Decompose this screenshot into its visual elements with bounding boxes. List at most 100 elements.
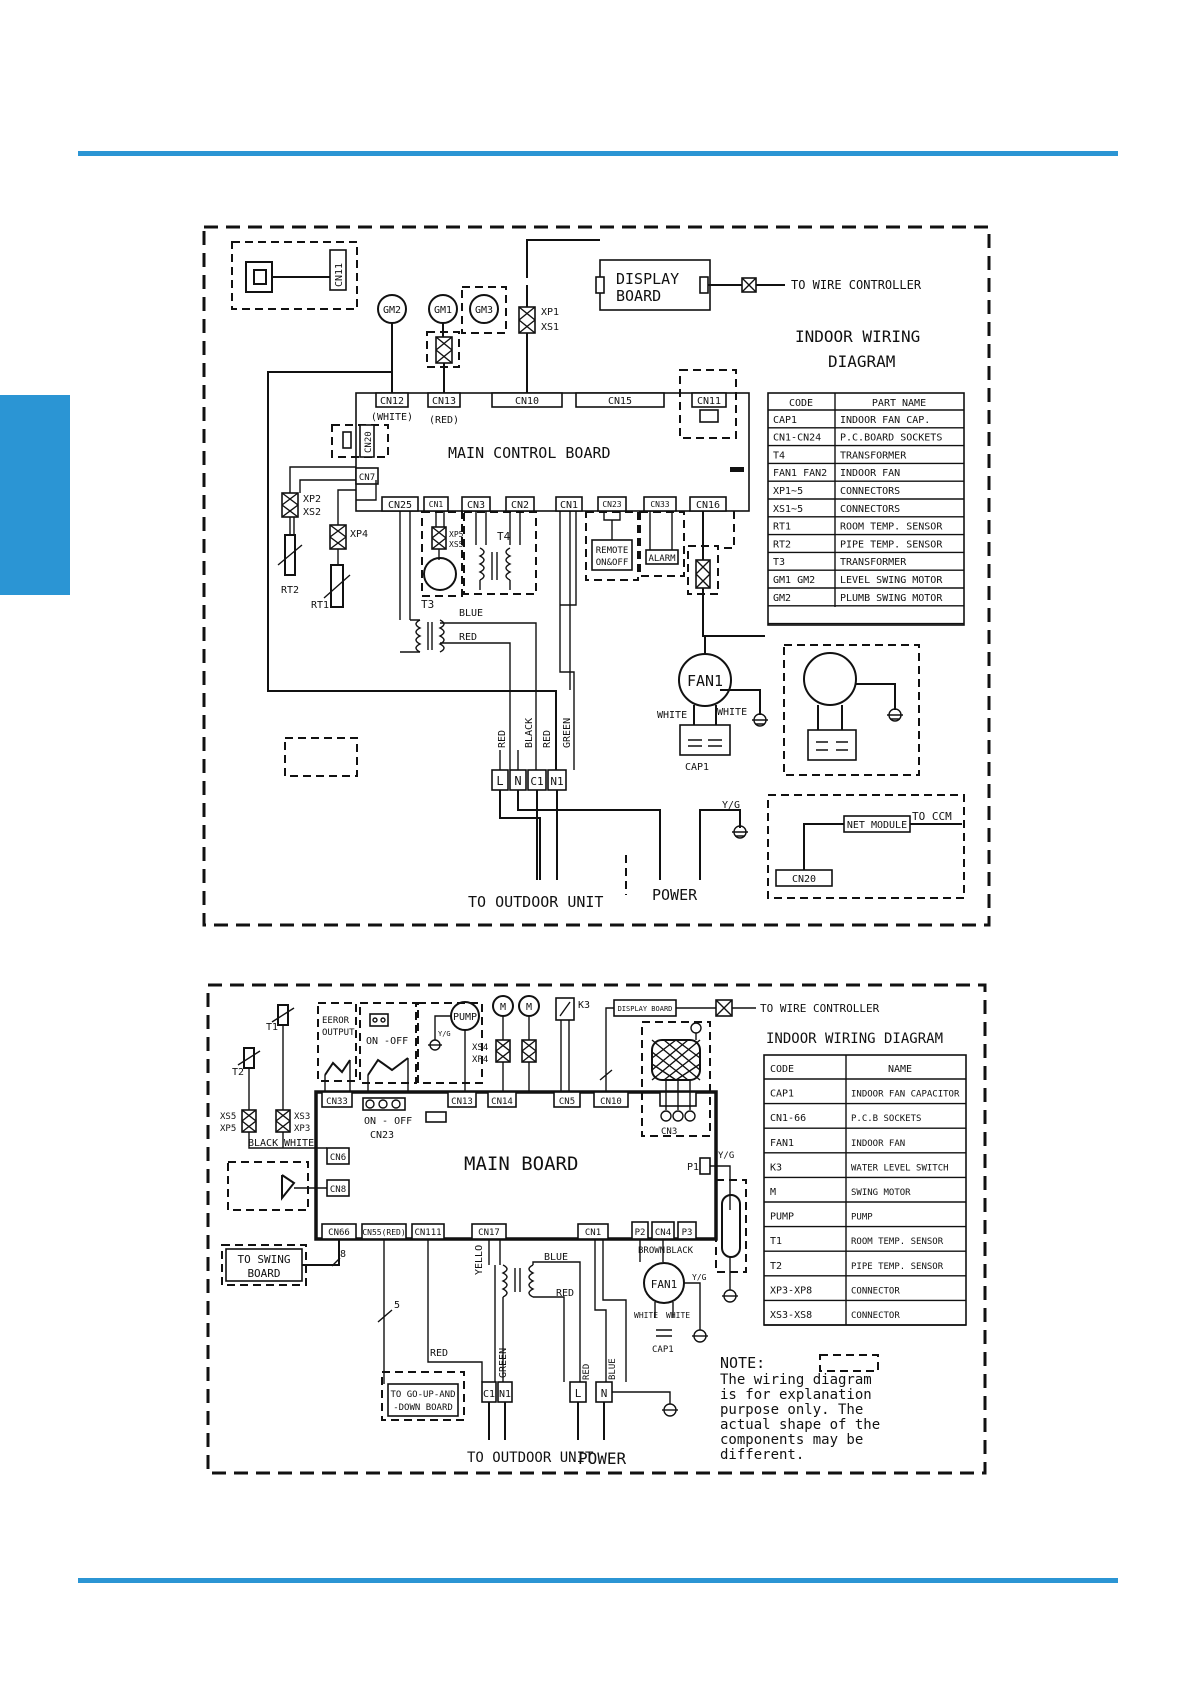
table2-code-cell: CN1-66 bbox=[770, 1113, 806, 1124]
table1-name-cell: INDOOR FAN CAP. bbox=[840, 415, 930, 426]
cn8-dashed-box bbox=[227, 1161, 309, 1211]
table2-name-cell: CONNECTOR bbox=[851, 1286, 900, 1296]
diagram-1-title-1: INDOOR WIRING bbox=[795, 327, 920, 346]
p3-label: P3 bbox=[682, 1228, 693, 1238]
v-red2-label: RED bbox=[542, 730, 553, 748]
cn66-label: CN66 bbox=[328, 1228, 350, 1238]
diagram-2-frame bbox=[206, 983, 987, 1475]
green-wire-label: GREEN bbox=[498, 1348, 509, 1378]
m2-label: M bbox=[526, 1002, 532, 1013]
table2-name-cell: ROOM TEMP. SENSOR bbox=[851, 1237, 944, 1247]
to-outdoor-unit-label: TO OUTDOOR UNIT bbox=[468, 893, 603, 911]
diagram-1: CN11 DISPLAY BOARD TO WIRE CONTROLLER IN… bbox=[202, 225, 991, 927]
xs2-label: XS2 bbox=[303, 507, 321, 518]
xp2-label: XP2 bbox=[303, 494, 321, 505]
note-line: is for explanation bbox=[720, 1387, 872, 1403]
n5-label: 5 bbox=[394, 1300, 400, 1311]
t3-label: T3 bbox=[421, 598, 434, 611]
pump-motor-icon bbox=[423, 557, 457, 591]
cn8-2-label: CN8 bbox=[330, 1185, 346, 1195]
xs5-label: XS5 bbox=[220, 1112, 236, 1122]
cn10-2-label: CN10 bbox=[600, 1097, 622, 1107]
cn17-label: CN17 bbox=[478, 1228, 500, 1238]
table2-name-cell: SWING MOTOR bbox=[851, 1188, 911, 1198]
note-line: different. bbox=[720, 1447, 804, 1463]
cn1-2-label: CN1 bbox=[585, 1228, 601, 1238]
cn1b-label: CN1 bbox=[560, 500, 578, 511]
terminal-l-label: L bbox=[496, 774, 503, 788]
xs4-label: XS4 bbox=[472, 1043, 488, 1053]
cn11-top-connector bbox=[329, 249, 347, 291]
table1-code-cell: CN1-CN24 bbox=[773, 433, 821, 444]
main-control-board-label: MAIN CONTROL BOARD bbox=[448, 444, 611, 462]
yello-wire-label: YELLO bbox=[474, 1245, 485, 1275]
table1-code-cell: RT2 bbox=[773, 539, 791, 550]
table2-code-cell: XS3-XS8 bbox=[770, 1310, 812, 1321]
remote-on-off bbox=[591, 539, 633, 571]
fan2-motor-icon bbox=[803, 652, 857, 706]
black-wire-label: BLACK bbox=[248, 1138, 278, 1149]
cn15-label: CN15 bbox=[608, 396, 632, 407]
table2-name-cell: INDOOR FAN CAPACITOR bbox=[851, 1090, 960, 1100]
table2-name-cell: WATER LEVEL SWITCH bbox=[851, 1163, 949, 1173]
t2-label: T2 bbox=[232, 1067, 244, 1078]
table1-code-cell: T4 bbox=[773, 450, 785, 461]
red2-wire-label: RED bbox=[430, 1348, 448, 1359]
table2-name-cell: PUMP bbox=[851, 1213, 873, 1223]
table1-code-cell: XS1~5 bbox=[773, 504, 803, 515]
table1-code-cell: XP1~5 bbox=[773, 486, 803, 497]
section-tab bbox=[0, 395, 70, 595]
table1-name-cell: TRANSFORMER bbox=[840, 557, 907, 568]
table1-name-cell: P.C.BOARD SOCKETS bbox=[840, 433, 942, 444]
cn13-note: (RED) bbox=[429, 415, 459, 426]
cn55-label: CN55(RED) bbox=[362, 1228, 405, 1237]
terminal-c1-label: C1 bbox=[530, 775, 543, 788]
remote-label-1: REMOTE bbox=[596, 546, 629, 556]
cn2-label: CN2 bbox=[511, 500, 529, 511]
xs3-xp3-connector bbox=[275, 1109, 291, 1133]
to-go-up-label-2: -DOWN BOARD bbox=[393, 1403, 453, 1413]
diagram-2-title: INDOOR WIRING DIAGRAM bbox=[766, 1031, 943, 1047]
gm3-label: GM3 bbox=[475, 305, 493, 316]
white-b-label: WHITE bbox=[666, 1311, 690, 1320]
terminal-n-label: N bbox=[514, 774, 521, 788]
diagram-1-frame bbox=[202, 225, 991, 927]
white-wire-label-1: WHITE bbox=[657, 710, 687, 721]
xs5-label: XS5 bbox=[449, 540, 464, 549]
cn3-2-label: CN3 bbox=[661, 1127, 677, 1137]
xp4-label: XP4 bbox=[472, 1055, 488, 1065]
cn3-label: CN3 bbox=[467, 500, 485, 511]
table2-code-cell: PUMP bbox=[770, 1212, 794, 1223]
diagram-1-title-2: DIAGRAM bbox=[828, 352, 895, 371]
m1-label: M bbox=[500, 1002, 506, 1013]
table2-code-cell: M bbox=[770, 1187, 776, 1198]
cn3-dashed-box bbox=[641, 1021, 711, 1137]
cn20-label: CN20 bbox=[364, 431, 374, 453]
table1-code-cell: CAP1 bbox=[773, 415, 797, 426]
xs1-label: XS1 bbox=[541, 322, 559, 333]
power-2-label: POWER bbox=[578, 1449, 627, 1468]
xp4-connector bbox=[329, 524, 347, 550]
alarm-box bbox=[645, 549, 679, 565]
top-rule bbox=[78, 151, 1118, 156]
fan1-label: FAN1 bbox=[687, 672, 723, 690]
t4-label: T4 bbox=[497, 530, 511, 543]
v-blue-label: BLUE bbox=[608, 1358, 618, 1380]
net-module-label: NET MODULE bbox=[847, 820, 907, 831]
to-swing-board bbox=[225, 1248, 303, 1282]
white-wire-label-2: WHITE bbox=[717, 707, 747, 718]
note-line: purpose only. The bbox=[720, 1402, 863, 1418]
cap1-capacitor bbox=[679, 724, 731, 756]
rt1-sensor-icon bbox=[330, 564, 344, 608]
xp1-xs1-connector bbox=[518, 306, 536, 334]
gm1-label: GM1 bbox=[434, 305, 452, 316]
brown-wire-label: BROWN bbox=[638, 1246, 665, 1256]
xp5-label: XP5 bbox=[449, 530, 464, 539]
display-board-label-1: DISPLAY bbox=[616, 270, 679, 288]
cn13-label: CN13 bbox=[432, 396, 456, 407]
fan1-2-label: FAN1 bbox=[651, 1278, 678, 1291]
table1-name-cell: PLUMB SWING MOTOR bbox=[840, 593, 943, 604]
xp4-label: XP4 bbox=[350, 529, 368, 540]
